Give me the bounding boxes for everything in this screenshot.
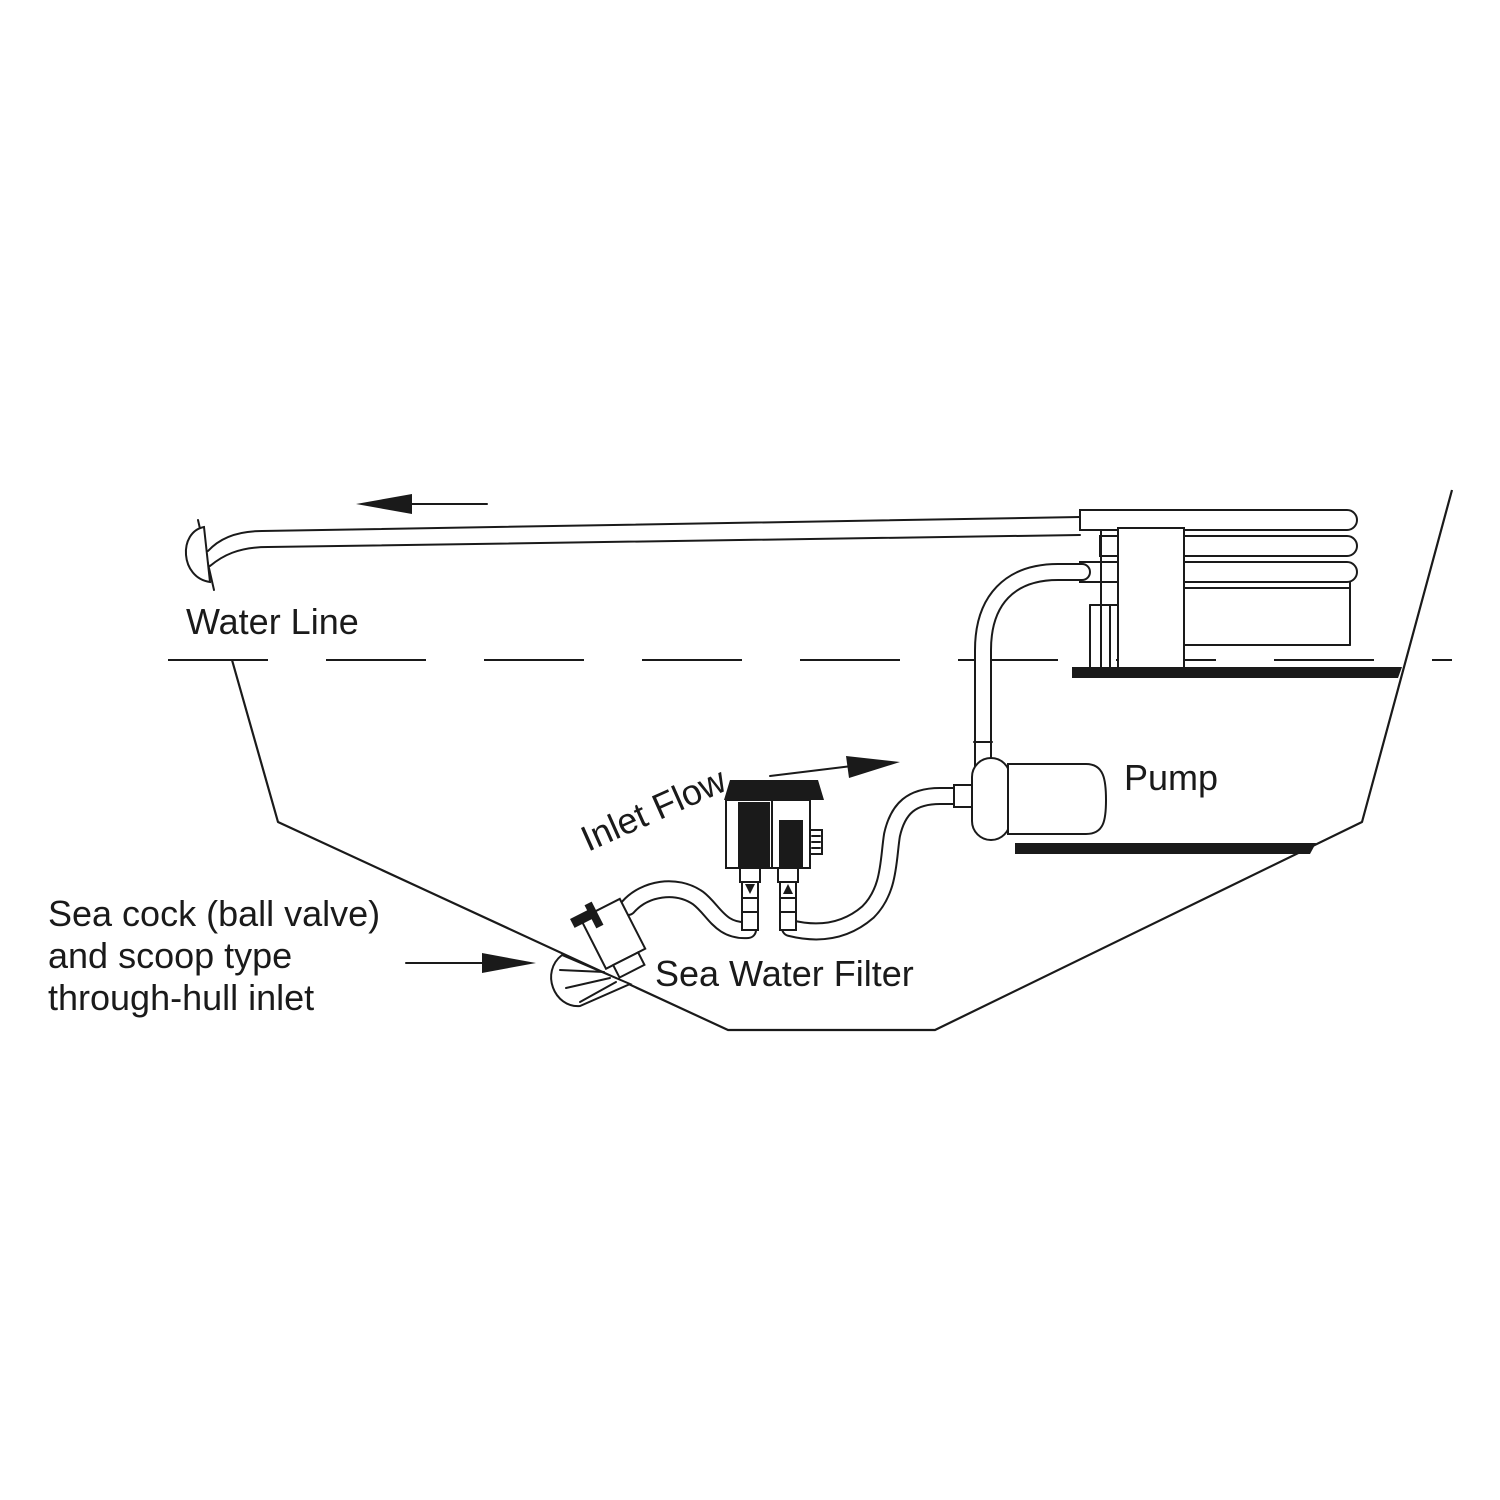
pump	[953, 757, 1108, 841]
discharge-hose	[207, 516, 1081, 567]
exhaust-outlet	[184, 519, 215, 591]
sea-cock-label-line-1: Sea cock (ball valve)	[48, 893, 380, 934]
engine-block	[1079, 509, 1358, 669]
sea-cock-valve	[570, 897, 647, 979]
inlet-flow-arrow	[769, 756, 900, 778]
filter-to-pump-hose	[781, 787, 969, 941]
water-line-label: Water Line	[186, 601, 359, 642]
scoop-inlet	[550, 953, 633, 1008]
sea-water-filter	[724, 780, 824, 931]
inlet-flow-label: Inlet Flow	[575, 759, 733, 860]
sea-cock-label-line-3: through-hull inlet	[48, 977, 314, 1018]
sea-water-filter-label: Sea Water Filter	[655, 953, 914, 994]
outflow-arrow	[356, 494, 488, 514]
sea-cock-label-line-2: and scoop type	[48, 935, 292, 976]
pump-to-engine-hose	[973, 563, 1091, 799]
boat-hull	[230, 489, 1454, 1032]
seacock-to-filter-hose	[619, 880, 757, 940]
sea-cock-pointer-arrow	[405, 953, 536, 973]
pump-shelf	[1015, 843, 1316, 854]
engine-shelf	[1072, 667, 1402, 678]
pump-label: Pump	[1124, 757, 1218, 798]
